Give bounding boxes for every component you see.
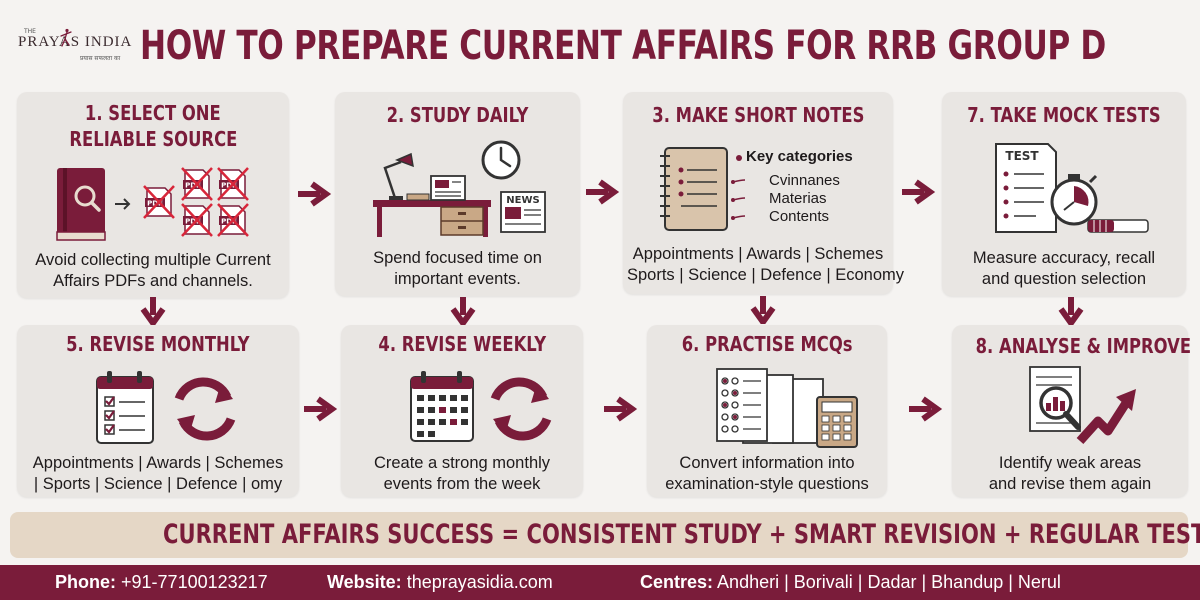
magnifier-growth-chart-icon: [1029, 366, 1136, 445]
step-desc-line: Create a strong monthly: [373, 454, 551, 472]
arrow-down-icon: [450, 297, 476, 325]
arrow-down-icon: [140, 297, 166, 325]
dancer-icon: [60, 28, 72, 47]
step-desc-line: Identify weak areas: [998, 454, 1142, 472]
website-link: theprayasidia.com: [406, 572, 553, 592]
pdf-label: PDF: [185, 182, 201, 190]
step-card-revise-monthly: 5. REVISE MONTHLY Appointments | Awards …: [17, 325, 299, 497]
step-title-line: 5. REVISE MONTHLY: [66, 332, 250, 356]
step-title: 8. ANALYSE & IMPROVE: [952, 333, 1192, 359]
page-title: HOW TO PREPARE CURRENT AFFAIRS FOR RRB G…: [140, 23, 1106, 69]
notes-item: Materias: [769, 190, 827, 207]
step-desc-line: events from the week: [383, 475, 541, 493]
step-description: Create a strong monthly events from the …: [345, 453, 579, 495]
step-card-revise-weekly: 4. REVISE WEEKLY Create a strong monthly…: [341, 325, 583, 497]
step-desc-line: Avoid collecting multiple Current: [35, 251, 271, 269]
step-title: 6. PRACTISE MCQs: [647, 331, 887, 357]
pdf-label: PDF: [221, 218, 237, 226]
step-card-analyse-improve: 8. ANALYSE & IMPROVE Identify weak areas…: [952, 325, 1192, 497]
step-title: 7. TAKE MOCK TESTS: [942, 102, 1186, 128]
brand-logo[interactable]: THE PRAYAS INDIA प्रयास सफलता का: [18, 28, 133, 72]
step-title: 4. REVISE WEEKLY: [341, 331, 583, 357]
mcq-sheets-calculator-icon: [716, 368, 858, 448]
connector-lines: [731, 155, 746, 220]
step-description: Convert information into examination-sty…: [651, 453, 883, 495]
calendar-checklist-refresh-icon: [96, 371, 236, 444]
step-card-mock-tests: 7. TAKE MOCK TESTS TEST Measure accuracy…: [942, 92, 1186, 296]
step-description: Appointments | Awards | Schemes Sports |…: [627, 244, 904, 286]
contact-footer: Phone: +91-7710012321​7 Website: thepray…: [0, 565, 1200, 600]
step-card-select-source: 1. SELECT ONE RELIABLE SOURCE PDF PDF: [17, 92, 289, 298]
footer-website[interactable]: Website: theprayasidia.com: [327, 565, 553, 600]
step-title: 2. STUDY DAILY: [335, 102, 580, 128]
step-description: Measure accuracy, recall and question se…: [946, 248, 1182, 290]
notebook-icon: [660, 147, 728, 231]
step-title-line: 3. MAKE SHORT NOTES: [651, 103, 865, 127]
arrow-right-icon: [909, 396, 943, 422]
step-desc-line: important events.: [394, 270, 521, 288]
pdf-label: PDF: [147, 200, 163, 208]
step-title-line: 6. PRACTISE MCQs: [681, 332, 853, 356]
step-title: 5. REVISE MONTHLY: [17, 331, 299, 357]
step-card-practise-mcqs: 6. PRACTISE MCQs Convert information int…: [647, 325, 887, 497]
centres-list: Andheri | Borivali | Dadar | Bhandup | N…: [717, 572, 1061, 592]
step-title-line: 4. REVISE WEEKLY: [378, 332, 546, 356]
summary-banner: CURRENT AFFAIRS SUCCESS = CONSISTENT STU…: [10, 512, 1200, 558]
step-description: Appointments | Awards | Schemes | Sports…: [21, 453, 295, 495]
summary-banner-text: CURRENT AFFAIRS SUCCESS = CONSISTENT STU…: [163, 519, 1200, 550]
pdf-label: PDF: [185, 218, 201, 226]
step-desc-line: examination-style questions: [665, 475, 869, 493]
notes-item: Contents: [769, 208, 830, 225]
footer-phone[interactable]: Phone: +91-7710012321​7: [55, 565, 268, 600]
step-title: 3. MAKE SHORT NOTES: [623, 102, 893, 128]
step-desc-line: | Sports | Science | Defence | omy: [33, 475, 283, 493]
step-desc-line: Sports | Science | Defence | Economy: [627, 266, 904, 284]
step-desc-line: Convert information into: [679, 454, 855, 472]
arrow-right-icon: [298, 181, 332, 207]
book-and-crossed-pdfs-icon: PDF PDF PDF PDF: [56, 167, 249, 241]
logo-main-text: PRAYAS INDIA: [18, 34, 133, 50]
step-desc-line: Measure accuracy, recall: [972, 249, 1156, 267]
logo-tagline: प्रयास सफलता का: [80, 55, 121, 62]
calendar-refresh-icon: [410, 371, 552, 442]
step-description: Identify weak areas and revise them agai…: [956, 453, 1184, 495]
desk-clock-newspaper-icon: NEWS: [373, 140, 546, 237]
test-label: TEST: [1005, 149, 1039, 163]
phone-label: Phone:: [55, 572, 116, 592]
phone-number: +91-7710012321​7: [121, 572, 268, 592]
notes-item: Cvinnanes: [769, 172, 840, 189]
test-stopwatch-icon: TEST: [995, 143, 1149, 233]
step-desc-line: and question selection: [981, 270, 1147, 288]
arrow-right-icon: [604, 396, 638, 422]
step-title-line: 2. STUDY DAILY: [386, 103, 529, 127]
step-desc-line: Appointments | Awards | Schemes: [32, 454, 284, 472]
news-label: NEWS: [506, 195, 539, 206]
step-desc-line: Spend focused time on: [373, 249, 542, 267]
centres-label: Centres:: [640, 572, 714, 592]
step-desc-line: Affairs PDFs and channels.: [53, 272, 253, 290]
step-title-line: 7. TAKE MOCK TESTS: [967, 103, 1161, 127]
arrow-down-icon: [750, 296, 776, 324]
notes-heading: Key categories: [746, 148, 853, 165]
step-title-line: 8. ANALYSE & IMPROVE: [975, 334, 1192, 358]
arrow-right-icon: [586, 179, 620, 205]
step-title-line: 1. SELECT ONE: [85, 101, 221, 125]
step-desc-line: Appointments | Awards | Schemes: [632, 245, 884, 263]
website-label: Website:: [327, 572, 402, 592]
arrow-right-icon: [902, 179, 936, 205]
arrow-down-icon: [1058, 297, 1084, 325]
arrow-right-icon: [304, 396, 338, 422]
step-card-short-notes: 3. MAKE SHORT NOTES Key categories Cvinn…: [623, 92, 904, 294]
step-description: Spend focused time on important events.: [339, 248, 576, 290]
step-description: Avoid collecting multiple Current Affair…: [21, 250, 285, 292]
logo-small-text: THE: [24, 28, 36, 35]
step-desc-line: and revise them again: [988, 475, 1152, 493]
step-card-study-daily: 2. STUDY DAILY NEWS Spend focused time o…: [335, 92, 580, 296]
pdf-label: PDF: [221, 182, 237, 190]
footer-centres: Centres: Andheri | Borivali | Dadar | Bh…: [640, 565, 1061, 600]
step-title: 1. SELECT ONE RELIABLE SOURCE: [17, 100, 289, 152]
step-title-line: RELIABLE SOURCE: [69, 127, 237, 151]
